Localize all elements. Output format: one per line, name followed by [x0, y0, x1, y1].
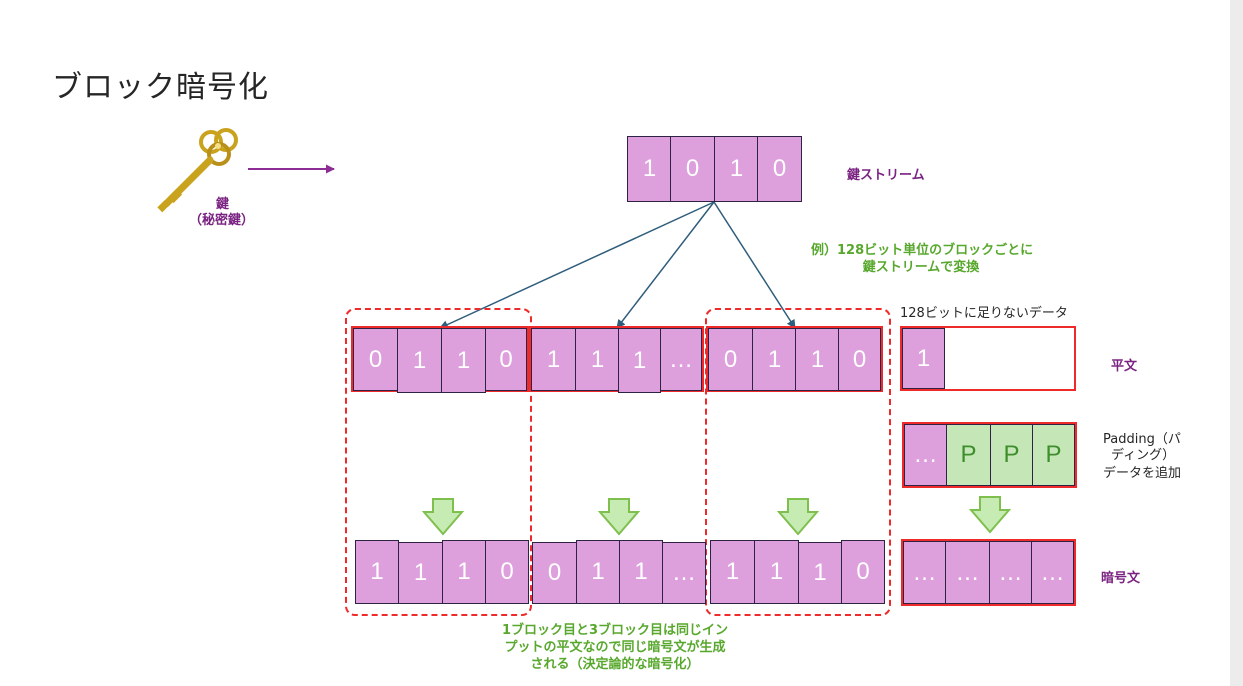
ciphertext-bit: 0: [841, 540, 885, 604]
ciphertext-bit: 1: [619, 540, 663, 604]
plaintext-block-3: [706, 326, 883, 392]
ciphertext-bit: 1: [355, 540, 399, 604]
plaintext-bit: 1: [902, 328, 945, 389]
padding-cell: P: [990, 424, 1033, 486]
keystream-bit: 1: [714, 136, 759, 202]
padded-block: [902, 422, 1077, 488]
keystream-connector-2: [616, 201, 715, 329]
vertical-scrollbar[interactable]: [1230, 0, 1243, 686]
plaintext-bit: 1: [441, 328, 486, 393]
plaintext-bit: 1: [752, 328, 797, 391]
keystream-connector-3: [713, 201, 796, 329]
page-title: ブロック暗号化: [52, 70, 269, 105]
down-arrow-icon: [597, 498, 641, 536]
deterministic-note: 1ブロック目と3ブロック目は同じイン プットの平文なので同じ暗号文が生成 される…: [495, 622, 735, 673]
plaintext-bit: 1: [397, 328, 442, 393]
keystream-note-line: 例）128ビット単位のブロックごとに: [811, 243, 1034, 258]
block-3-group: [705, 308, 891, 616]
ciphertext-bit: …: [662, 542, 706, 604]
deterministic-note-line: プットの平文なので同じ暗号文が生成: [504, 640, 726, 655]
plaintext-bit: 1: [618, 328, 661, 393]
padding-label-line1: Padding（パ: [1103, 432, 1181, 447]
ciphertext-bit: 1: [442, 540, 486, 604]
plaintext-bit: 1: [531, 328, 576, 391]
padding-label-line3: データを追加: [1103, 466, 1182, 481]
ciphertext-bit: …: [989, 541, 1032, 604]
keystream-note: 例）128ビット単位のブロックごとに 鍵ストリームで変換: [811, 242, 1034, 276]
padding-cell: P: [946, 424, 991, 486]
ciphertext-bit: 0: [532, 542, 577, 604]
ciphertext-bit: 1: [398, 542, 443, 604]
ciphertext-label: 暗号文: [1101, 571, 1141, 586]
deterministic-note-line: される（決定論的な暗号化）: [530, 657, 700, 672]
block-1-group: [345, 308, 532, 616]
plaintext-bit: 0: [838, 328, 881, 391]
plaintext-bit: …: [660, 328, 702, 391]
ciphertext-bit: 1: [754, 540, 799, 604]
deterministic-note-line: 1ブロック目と3ブロック目は同じイン: [501, 623, 729, 638]
key-label: 鍵: [216, 197, 230, 212]
short-data-note: 128ビットに足りないデータ: [900, 306, 1068, 321]
plaintext-bit: 1: [575, 328, 620, 391]
key-icon: [157, 128, 238, 213]
padding-cell: …: [904, 424, 947, 486]
padding-cell: P: [1032, 424, 1075, 486]
padding-label-line2: ディング）: [1111, 448, 1176, 463]
keystream-connector-1: [439, 201, 715, 329]
ciphertext-bit: 1: [798, 542, 842, 604]
plaintext-label: 平文: [1111, 359, 1138, 374]
ciphertext-bit: …: [903, 541, 946, 604]
key-sublabel: （秘密鍵）: [189, 213, 255, 228]
keystream-bit: 0: [670, 136, 715, 202]
down-arrow-icon: [776, 498, 820, 536]
ciphertext-bit: …: [1031, 541, 1074, 604]
down-arrow-icon: [968, 496, 1012, 534]
plaintext-short-block: [900, 326, 1076, 391]
plaintext-bit: 0: [353, 328, 398, 391]
ciphertext-bit: 0: [485, 540, 529, 604]
ciphertext-padded-block: [901, 539, 1076, 606]
plaintext-block-2: [529, 326, 704, 392]
ciphertext-bit: 1: [710, 540, 755, 604]
keystream-bit: 1: [627, 136, 672, 202]
down-arrow-icon: [421, 498, 465, 536]
keystream-note-line: 鍵ストリームで変換: [862, 260, 980, 275]
plaintext-bit: 0: [708, 328, 753, 391]
ciphertext-bit: 1: [576, 540, 620, 604]
keystream-label: 鍵ストリーム: [847, 168, 925, 183]
ciphertext-bit: …: [945, 541, 990, 604]
plaintext-bit: 1: [795, 328, 840, 391]
keystream-bit: 0: [757, 136, 802, 202]
plaintext-bit: 0: [485, 328, 527, 391]
